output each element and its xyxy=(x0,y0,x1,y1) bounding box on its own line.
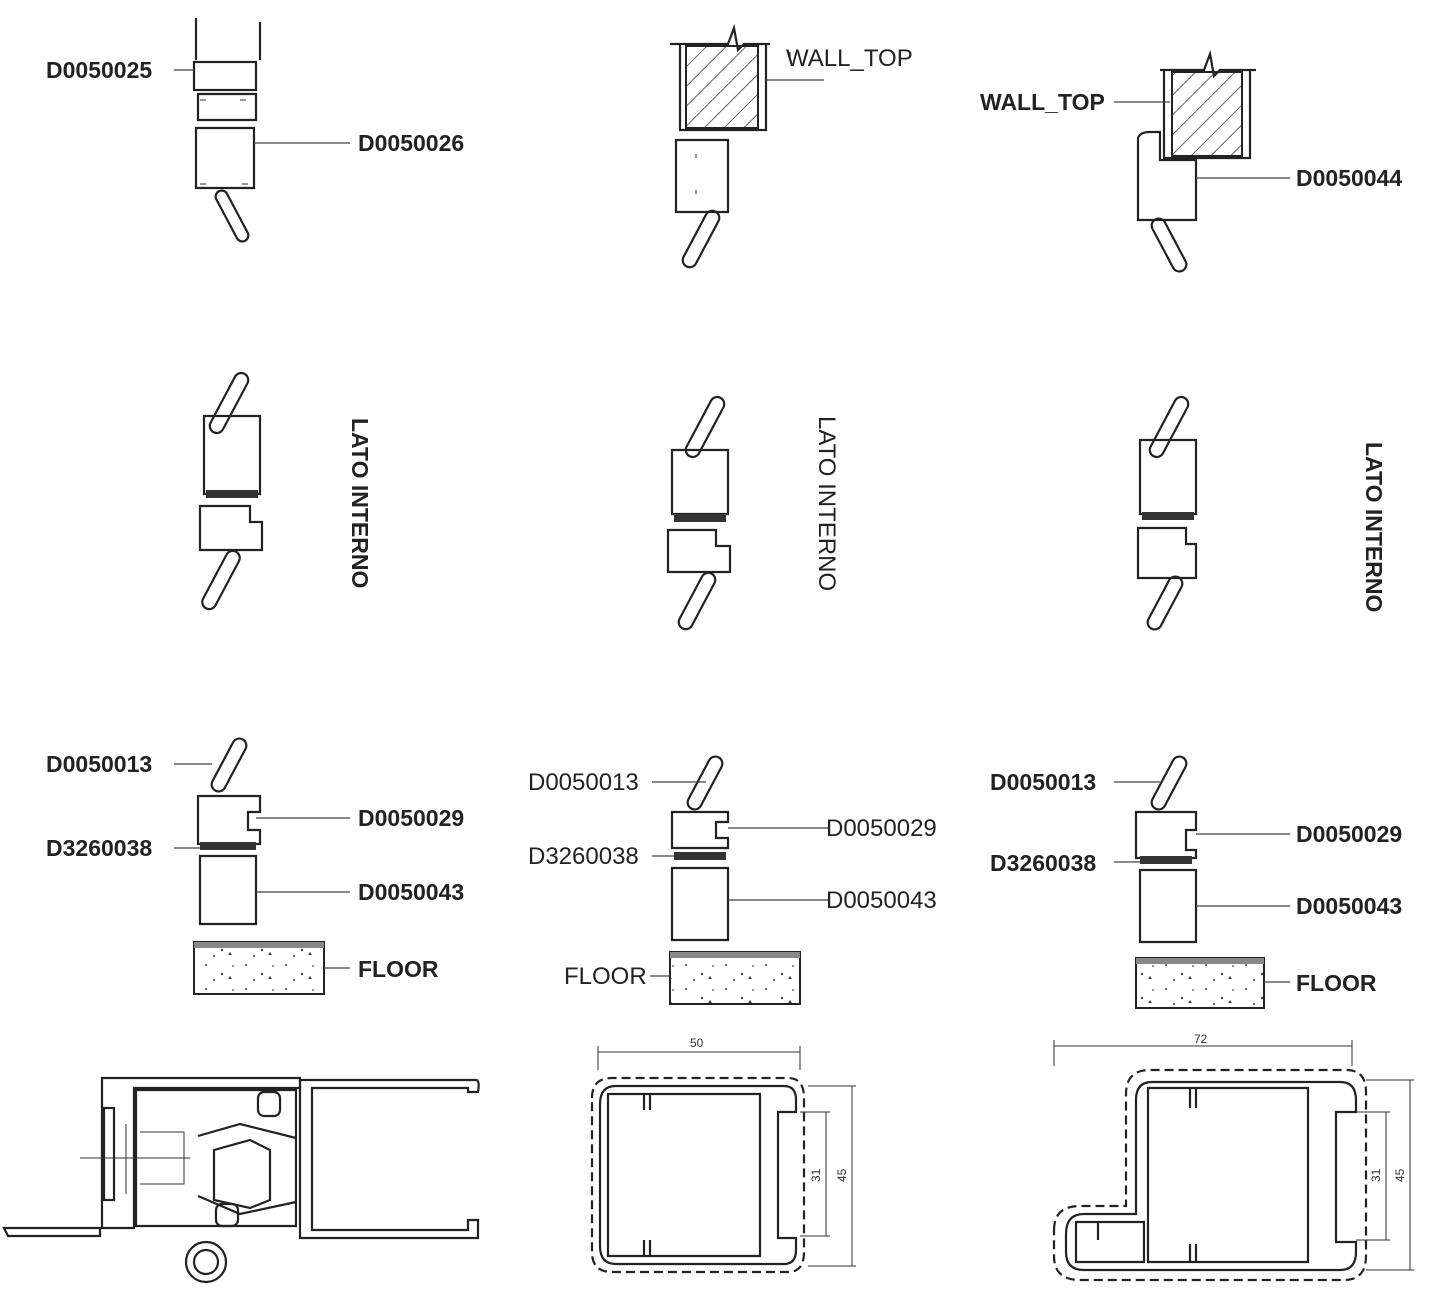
profile-section-1 xyxy=(2,1076,480,1284)
label-d0050029-2: D0050029 xyxy=(826,815,937,842)
label-d0050043-2: D0050043 xyxy=(826,887,937,914)
label-d0050029-1: D0050029 xyxy=(358,805,464,831)
label-d3260038-2: D3260038 xyxy=(528,843,639,870)
label-wall-top-3: WALL_TOP xyxy=(980,89,1105,115)
dimension-inner-31-a: 31 xyxy=(809,1168,823,1182)
detail-top-2 xyxy=(670,23,824,269)
label-d0050026: D0050026 xyxy=(358,130,464,156)
label-wall-top-2: WALL_TOP xyxy=(786,45,913,72)
label-d0050043-3: D0050043 xyxy=(1296,893,1402,919)
label-lato-interno-2: LATO INTERNO xyxy=(813,416,840,591)
detail-top-3 xyxy=(1114,49,1290,273)
detail-top-1 xyxy=(174,18,350,243)
detail-middle-2 xyxy=(666,395,732,631)
dimension-width-50: 50 xyxy=(690,1036,704,1050)
detail-bottom-1 xyxy=(174,737,350,995)
dimension-height-45-b: 45 xyxy=(1393,1168,1407,1182)
label-d0050025: D0050025 xyxy=(46,57,152,83)
detail-middle-3 xyxy=(1136,395,1198,631)
profile-section-2 xyxy=(590,1046,856,1274)
label-lato-interno-1: LATO INTERNO xyxy=(347,418,373,588)
detail-bottom-3 xyxy=(1114,755,1290,1009)
label-d3260038-3: D3260038 xyxy=(990,850,1096,876)
label-floor-1: FLOOR xyxy=(358,956,439,982)
label-d0050044: D0050044 xyxy=(1296,165,1402,191)
label-d0050029-3: D0050029 xyxy=(1296,821,1402,847)
detail-bottom-2 xyxy=(650,755,828,1005)
label-d0050013-3: D0050013 xyxy=(990,769,1096,795)
label-floor-3: FLOOR xyxy=(1296,970,1377,996)
label-d0050013-2: D0050013 xyxy=(528,769,639,796)
dimension-height-45-a: 45 xyxy=(835,1168,849,1182)
label-d0050013-1: D0050013 xyxy=(46,751,152,777)
dimension-width-72: 72 xyxy=(1194,1032,1208,1046)
profile-section-3 xyxy=(1052,1040,1414,1282)
label-d0050043-1: D0050043 xyxy=(358,879,464,905)
dimension-inner-31-b: 31 xyxy=(1369,1168,1383,1182)
label-d3260038-1: D3260038 xyxy=(46,835,152,861)
label-floor-2: FLOOR xyxy=(564,963,647,990)
label-lato-interno-3: LATO INTERNO xyxy=(1361,442,1387,612)
detail-middle-1 xyxy=(198,371,264,611)
